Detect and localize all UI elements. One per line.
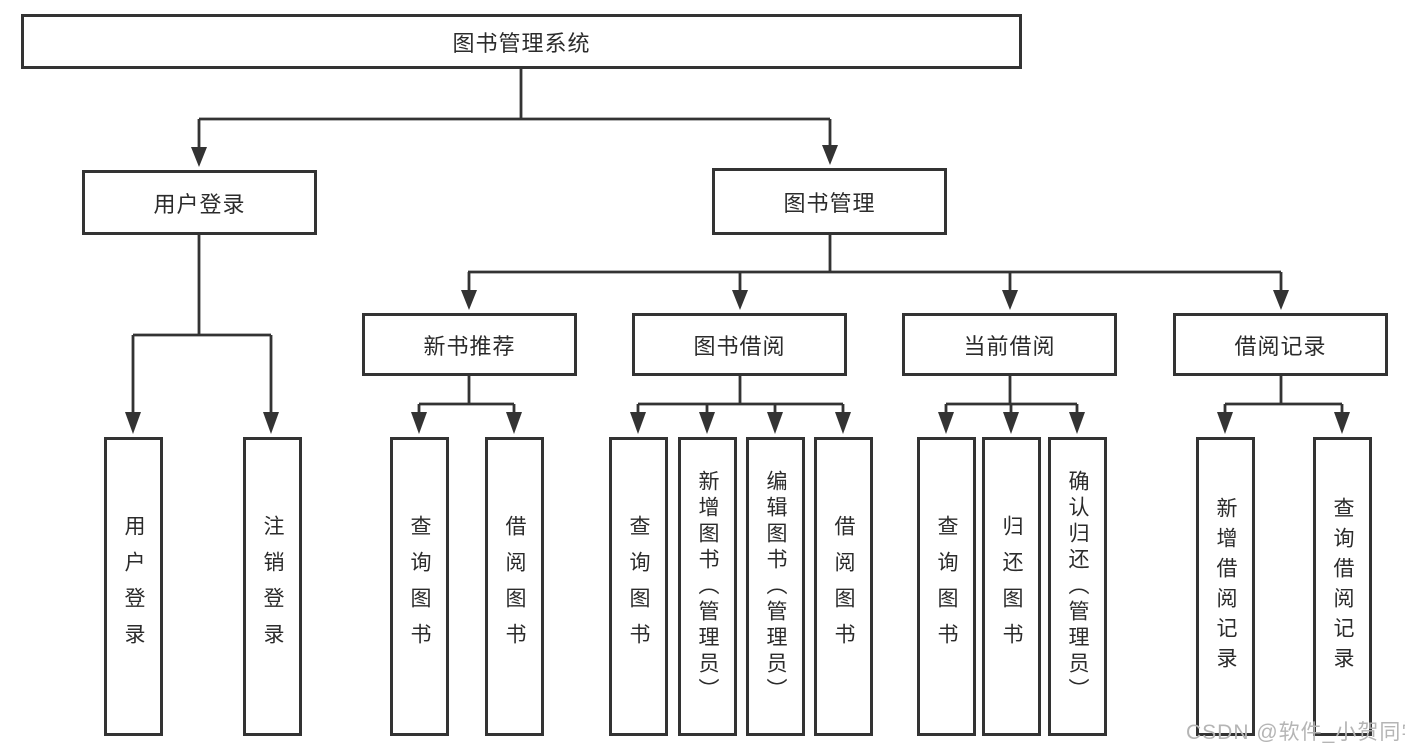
node-label: 图书借阅	[693, 333, 786, 359]
node-user-login: 用户登录	[82, 170, 317, 235]
node-label: 查询图书	[408, 514, 431, 659]
node-label: 查询借阅记录	[1331, 496, 1354, 677]
node-label: 查询图书	[935, 514, 958, 659]
node-new-book-recommendation: 新书推荐	[362, 313, 577, 376]
connector-borrow-to-leaves	[630, 376, 851, 434]
node-label: 图书管理	[783, 190, 876, 216]
connector-login-to-leaves	[125, 235, 279, 434]
leaf-query-books-recommend: 查询图书	[390, 437, 449, 736]
node-label: 新书推荐	[423, 333, 516, 359]
leaf-user-login: 用户登录	[104, 437, 163, 736]
node-label: 借阅图书	[832, 514, 855, 659]
node-label: 用户登录	[153, 191, 246, 217]
node-label: 新增借阅记录	[1214, 496, 1237, 677]
node-label: 借阅图书	[503, 514, 526, 659]
connector-mgmt-to-level3	[461, 235, 1289, 310]
node-borrowing-records: 借阅记录	[1173, 313, 1388, 376]
node-label: 借阅记录	[1234, 333, 1327, 359]
leaf-edit-book-admin: 编辑图书（管理员）	[746, 437, 805, 736]
connector-newbook-to-leaves	[411, 376, 522, 434]
node-label: 新增图书（管理员）	[696, 469, 719, 704]
node-label: 编辑图书（管理员）	[764, 469, 787, 704]
connector-root-to-level2	[191, 69, 838, 167]
leaf-query-books-current: 查询图书	[917, 437, 976, 736]
csdn-watermark: CSDN @软件_小贺同学	[1186, 721, 1405, 744]
node-label: 查询图书	[627, 514, 650, 659]
leaf-return-books: 归还图书	[982, 437, 1041, 736]
node-label: 当前借阅	[963, 333, 1056, 359]
node-book-borrowing: 图书借阅	[632, 313, 847, 376]
connector-records-to-leaves	[1217, 376, 1350, 434]
leaf-query-borrow-record: 查询借阅记录	[1313, 437, 1372, 736]
connector-current-to-leaves	[938, 376, 1085, 434]
leaf-logout: 注销登录	[243, 437, 302, 736]
node-label: 图书管理系统	[452, 30, 591, 56]
leaf-query-books-borrowing: 查询图书	[609, 437, 668, 736]
node-current-borrowing: 当前借阅	[902, 313, 1117, 376]
node-label: 注销登录	[261, 514, 284, 659]
leaf-add-book-admin: 新增图书（管理员）	[678, 437, 737, 736]
leaf-borrow-books-recommend: 借阅图书	[485, 437, 544, 736]
leaf-confirm-return-admin: 确认归还（管理员）	[1048, 437, 1107, 736]
node-label: 确认归还（管理员）	[1066, 469, 1089, 704]
node-label: 用户登录	[122, 514, 145, 659]
leaf-add-borrow-record: 新增借阅记录	[1196, 437, 1255, 736]
leaf-borrow-books-borrowing: 借阅图书	[814, 437, 873, 736]
node-library-management-system: 图书管理系统	[21, 14, 1022, 69]
node-book-management: 图书管理	[712, 168, 947, 235]
node-label: 归还图书	[1000, 514, 1023, 659]
